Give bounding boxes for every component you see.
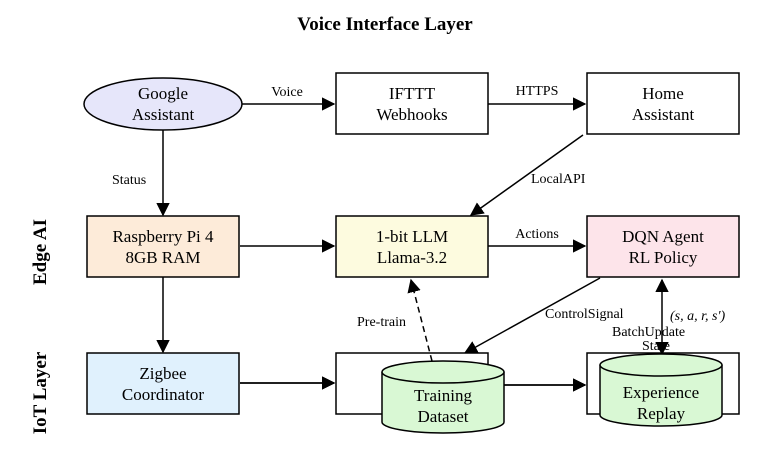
zigbee-line1: Zigbee	[139, 364, 186, 383]
llm-line1: 1-bit LLM	[376, 227, 448, 246]
google-assistant-line1: Google	[138, 84, 188, 103]
actions-label: Actions	[515, 227, 559, 242]
zigbee-coordinator-node	[86, 352, 240, 415]
home-assistant-line2: Assistant	[632, 105, 695, 124]
diagram-title: Voice Interface Layer	[297, 14, 473, 35]
rpi-line1: Raspberry Pi 4	[112, 227, 214, 246]
transition-tuple-label: (s, a, r, s′)	[670, 309, 726, 324]
llm-node	[335, 215, 489, 278]
ifttt-line2: Webhooks	[376, 105, 447, 124]
state-label: State	[642, 339, 670, 354]
llm-line2: Llama-3.2	[377, 248, 447, 267]
replay-line2: Replay	[637, 404, 686, 423]
pretrain-label: Pre-train	[357, 315, 406, 330]
ifttt-webhooks-node	[335, 72, 489, 135]
control-signal-label: ControlSignal	[545, 307, 624, 322]
edge-control-signal	[463, 277, 601, 354]
training-line1: Training	[414, 386, 472, 405]
home-assistant-line1: Home	[642, 84, 684, 103]
training-line2: Dataset	[418, 407, 469, 426]
local-api-label: LocalAPI	[531, 172, 586, 187]
https-label: HTTPS	[516, 84, 559, 99]
dqn-line2: RL Policy	[629, 248, 698, 267]
edge-local-api	[469, 134, 584, 216]
replay-line1: Experience	[623, 383, 699, 402]
experience-replay-node	[599, 353, 723, 427]
batch-update-label: BatchUpdate	[612, 325, 685, 340]
status-label: Status	[112, 173, 146, 188]
home-assistant-node	[586, 72, 740, 135]
google-assistant-node	[83, 77, 243, 131]
google-assistant-line2: Assistant	[132, 105, 195, 124]
rpi-line2: 8GB RAM	[125, 248, 200, 267]
zigbee-line2: Coordinator	[122, 385, 204, 404]
dqn-line1: DQN Agent	[622, 227, 704, 246]
ifttt-line1: IFTTT	[389, 84, 436, 103]
raspberry-pi-node	[86, 215, 240, 278]
iot-layer-label: IoT Layer	[30, 351, 51, 434]
dqn-agent-node	[586, 215, 740, 278]
voice-label: Voice	[271, 85, 303, 100]
edge-pretrain	[407, 278, 433, 362]
edge-ai-layer-label: Edge AI	[30, 219, 51, 285]
training-dataset-node	[381, 360, 505, 434]
